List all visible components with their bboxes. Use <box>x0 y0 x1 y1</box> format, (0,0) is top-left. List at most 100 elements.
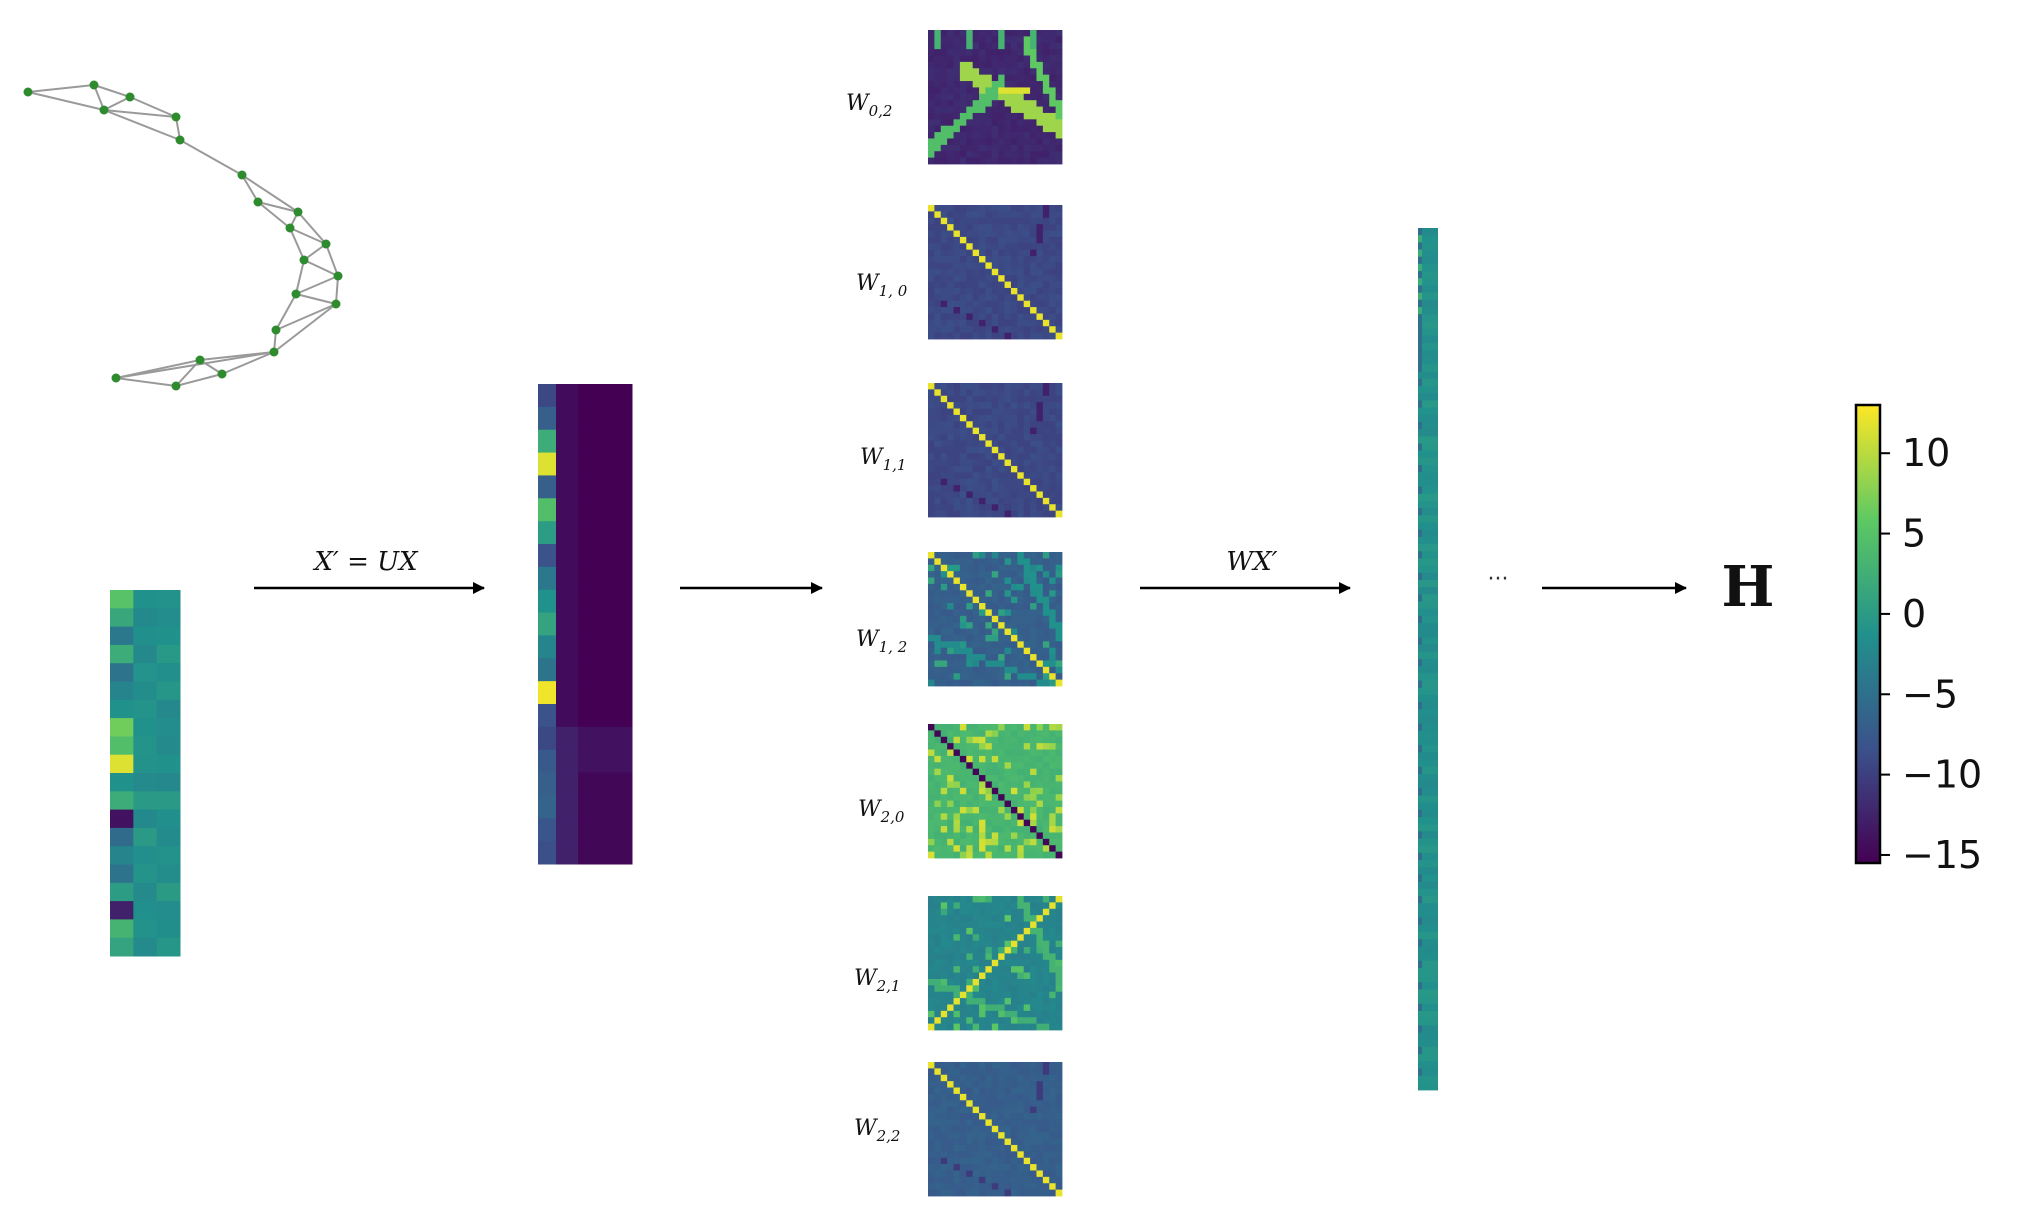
weight-cell <box>998 157 1005 165</box>
weight-cell <box>934 256 942 263</box>
weight-cell <box>972 427 980 435</box>
output-vector-cell <box>1418 278 1438 286</box>
weight-cell <box>959 93 967 101</box>
weight-cell <box>947 1017 954 1025</box>
weight-cell <box>1010 100 1018 107</box>
weight-cell <box>940 1062 948 1069</box>
weight-cell <box>947 1189 954 1197</box>
weight-cell <box>928 806 935 814</box>
weight-cell <box>1055 485 1063 492</box>
weight-cell <box>940 1132 948 1139</box>
weight-cell <box>1030 446 1037 454</box>
weight-cell <box>1010 1151 1018 1159</box>
weight-cell <box>934 504 942 512</box>
weight-cell <box>1004 622 1012 629</box>
weight-matrix-stack: W0,2W1, 0W1,1W1, 2W2,0W2,1W2,2 <box>846 30 1063 1197</box>
weight-cell <box>985 157 993 165</box>
transformed-matrix-cell <box>538 772 557 796</box>
weight-cell <box>947 947 954 954</box>
weight-cell <box>959 634 967 642</box>
weight-cell <box>966 1100 974 1108</box>
weight-cell <box>972 408 980 416</box>
weight-cell <box>1023 281 1031 289</box>
weight-cell <box>1042 151 1050 159</box>
weight-cell <box>998 1151 1005 1159</box>
weight-cell <box>953 666 961 674</box>
weight-cell <box>991 49 999 56</box>
weight-cell <box>947 1074 954 1082</box>
weight-cell <box>1036 1017 1044 1025</box>
weight-cell <box>1017 622 1025 629</box>
weight-cell <box>1030 30 1037 37</box>
weight-cell <box>1049 985 1057 993</box>
weight-cell <box>1023 647 1031 655</box>
weight-cell <box>1017 402 1025 409</box>
weight-cell <box>991 205 999 212</box>
weight-cell <box>991 826 999 833</box>
output-vector-cell <box>1418 522 1438 531</box>
weight-cell <box>991 596 999 604</box>
weight-cell <box>959 622 967 629</box>
weight-cell <box>985 1170 993 1178</box>
weight-cell <box>1042 68 1050 76</box>
weight-cell <box>1036 1068 1044 1076</box>
weight-cell <box>959 947 967 954</box>
weight-cell <box>934 74 942 82</box>
weight-cell <box>1055 119 1063 127</box>
weight-cell <box>1023 497 1031 505</box>
weight-cell <box>928 768 935 776</box>
weight-cell <box>966 762 974 770</box>
weight-cell <box>1036 654 1044 661</box>
weight-cell <box>1049 459 1057 467</box>
weight-cell <box>1017 628 1025 636</box>
weight-cell <box>979 93 986 101</box>
weight-cell <box>940 998 948 1005</box>
output-vector-cell <box>1418 960 1438 969</box>
graph-edge <box>179 139 243 176</box>
weight-cell <box>1049 596 1057 604</box>
weight-cell <box>966 402 974 409</box>
output-vector-cell <box>1418 285 1438 294</box>
output-vector-cell <box>1418 457 1438 466</box>
weight-matrix-heatmap <box>928 1062 1063 1197</box>
weight-cell <box>947 819 954 827</box>
weight-cell <box>966 927 974 935</box>
weight-cell <box>972 402 980 409</box>
weight-cell <box>1010 230 1018 238</box>
weight-cell <box>998 326 1005 334</box>
weight-cell <box>940 1151 948 1159</box>
weight-cell <box>1010 144 1018 152</box>
weight-cell <box>998 787 1005 795</box>
weight-cell <box>1030 36 1037 44</box>
weight-cell <box>972 230 980 238</box>
weight-cell <box>1017 93 1025 101</box>
weight-cell <box>1055 36 1063 44</box>
weight-cell <box>1017 313 1025 321</box>
weight-cell <box>1017 236 1025 244</box>
output-vector-cell <box>1418 845 1438 854</box>
weight-cell <box>1049 55 1057 63</box>
weight-cell <box>940 485 948 492</box>
weight-cell <box>979 654 986 661</box>
weight-cell <box>934 491 942 499</box>
weight-cell <box>1004 1068 1012 1076</box>
weight-cell <box>934 1189 942 1197</box>
weight-cell <box>959 1074 967 1082</box>
weight-cell <box>959 61 967 69</box>
weight-cell <box>972 654 980 661</box>
weight-cell <box>1017 1164 1025 1171</box>
weight-cell <box>1017 1074 1025 1082</box>
output-vector-cell <box>1418 939 1438 947</box>
weight-cell <box>953 654 961 661</box>
weight-cell <box>940 838 948 846</box>
input-matrix-cell <box>156 736 181 756</box>
weight-cell <box>953 319 961 327</box>
output-vector-cell <box>1418 659 1438 667</box>
weight-cell <box>1010 628 1018 636</box>
weight-cell <box>998 230 1005 238</box>
weight-cell <box>985 959 993 967</box>
weight-cell <box>966 414 974 422</box>
weight-cell <box>1049 106 1057 114</box>
weight-cell <box>991 590 999 598</box>
weight-cell <box>966 112 974 120</box>
